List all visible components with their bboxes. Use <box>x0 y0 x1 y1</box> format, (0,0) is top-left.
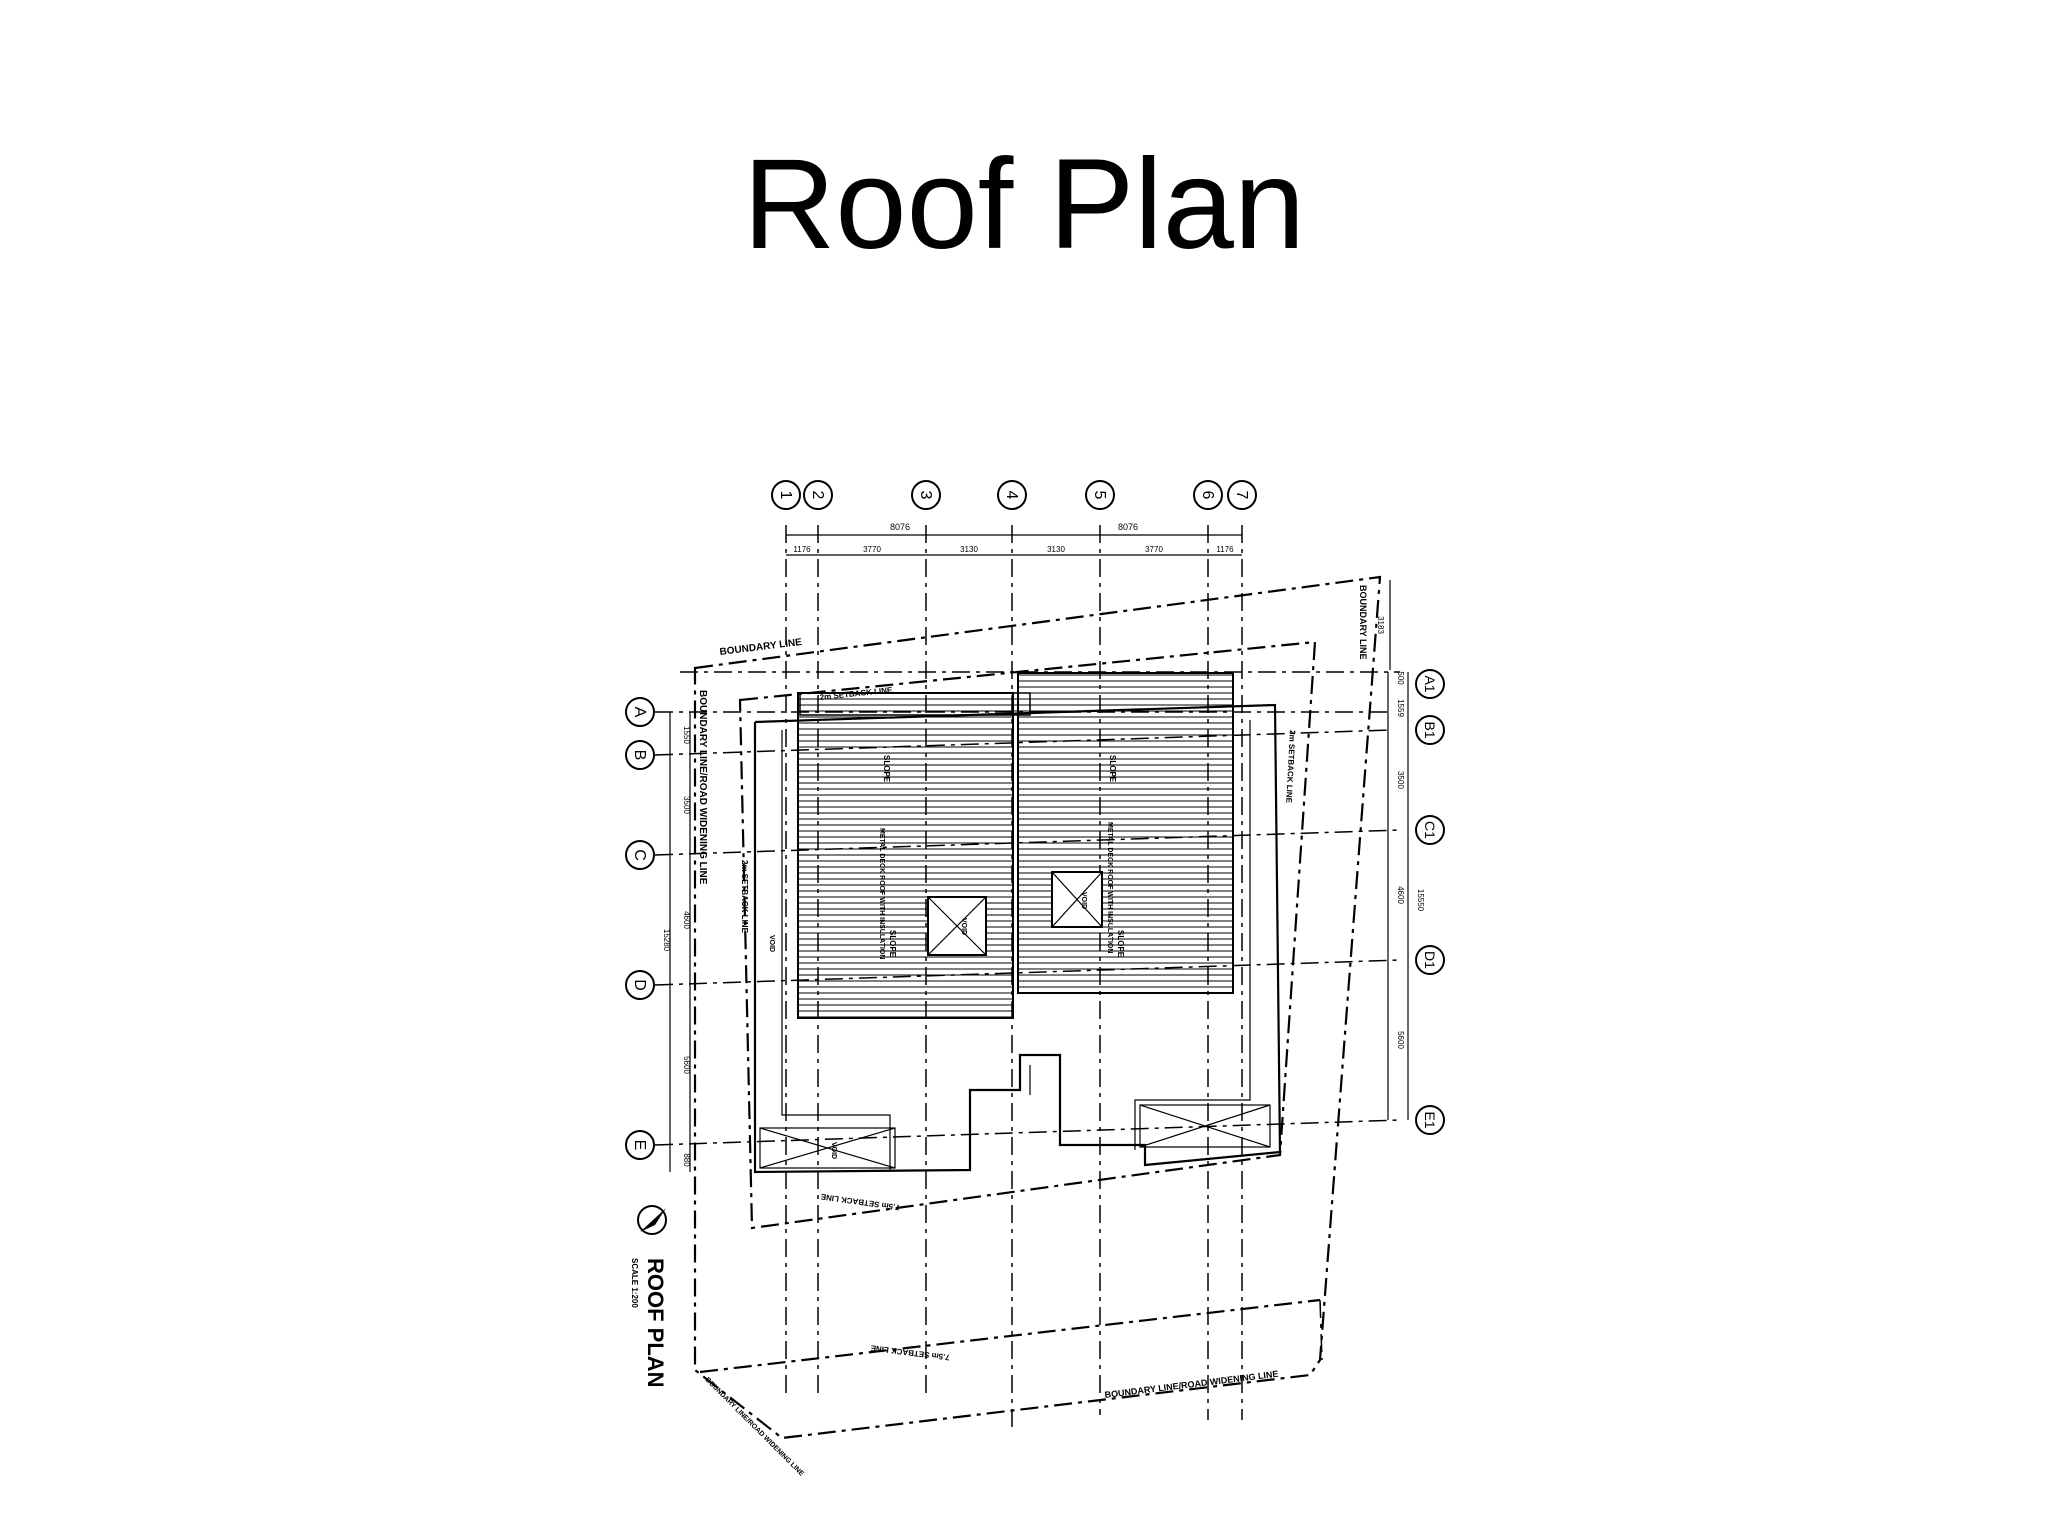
grid-label: E1 <box>1422 1111 1438 1128</box>
dim-label: 3130 <box>960 545 978 554</box>
dim-label: 15550 <box>1416 889 1425 912</box>
boundary-line <box>693 575 1382 1440</box>
dim-label: 8076 <box>1118 522 1138 532</box>
grid-label: A <box>631 707 648 718</box>
roof-outline <box>753 703 1282 1174</box>
slope-notes: SLOPE SLOPE SLOPE SLOPE METAL DECK ROOF … <box>768 755 1125 1159</box>
grid-label: E <box>631 1140 648 1151</box>
label-setback-left: 2m SETBACK LINE <box>740 860 749 934</box>
grid-label: B <box>631 750 648 761</box>
grid-bubbles-top <box>771 480 1257 510</box>
grid-label: B1 <box>1422 721 1438 738</box>
grid-label: 3 <box>917 491 934 500</box>
setback-line <box>738 640 1317 1230</box>
dim-label: 880 <box>682 1153 691 1167</box>
label-setback-lower: 7.5m SETBACK LINE <box>820 1192 901 1212</box>
grid-label: D1 <box>1422 951 1438 969</box>
roof-note: METAL DECK ROOF WITH INSULATION <box>878 828 885 959</box>
dim-label: 5600 <box>682 1056 691 1074</box>
slope-label: SLOPE <box>1108 755 1117 783</box>
grid-label: 6 <box>1199 491 1216 500</box>
dim-label: 15280 <box>662 929 671 952</box>
grid-label: C <box>631 849 648 861</box>
lower-voids <box>759 1104 1271 1169</box>
void-label: VOID <box>1080 892 1087 909</box>
dim-label: 3183 <box>1376 616 1385 634</box>
dim-label: 1559 <box>1396 699 1405 717</box>
grid-label: 1 <box>777 491 794 500</box>
void-label: VOID <box>960 918 967 935</box>
label-boundary-right: BOUNDARY LINE <box>1358 585 1368 660</box>
void-label: VOID <box>830 1142 837 1159</box>
label-boundary-left: BOUNDARY LINE/ROAD WIDENING LINE <box>697 690 708 885</box>
roof-deck-left <box>797 692 1014 1019</box>
dim-label: 3770 <box>863 545 881 554</box>
dim-label: 4600 <box>682 911 691 929</box>
dim-label: 1176 <box>793 545 811 554</box>
grid-label: C1 <box>1422 821 1438 839</box>
grid-label: 2 <box>809 491 826 500</box>
drawing-scale: SCALE 1:200 <box>630 1258 639 1308</box>
label-setback-bottom: 7.5m SETBACK LINE <box>870 1343 951 1362</box>
label-corner-note: BOUNDARY LINE/ROAD WIDENING LINE <box>704 1376 805 1477</box>
slide-title: Roof Plan <box>742 133 1306 276</box>
void-label: VOID <box>768 935 775 952</box>
slope-label: SLOPE <box>882 755 891 783</box>
dim-label: 3500 <box>1396 771 1405 789</box>
slope-label: SLOPE <box>888 930 897 958</box>
void-left <box>927 896 987 956</box>
dim-label: 5600 <box>1396 1031 1405 1049</box>
dim-label: 500 <box>1396 671 1405 685</box>
grid-bubbles-left: A B C D E <box>625 697 655 1160</box>
roof-deck-right <box>1017 672 1234 994</box>
grid-labels-top: 1 2 3 4 5 6 7 <box>777 491 1250 500</box>
slope-label: SLOPE <box>1116 930 1125 958</box>
grid-label: 5 <box>1091 491 1108 500</box>
label-boundary-top: BOUNDARY LINE <box>719 637 803 658</box>
void-right <box>1051 871 1103 928</box>
dim-label: 4600 <box>1396 886 1405 904</box>
dim-label: 8076 <box>890 522 910 532</box>
roof-note: METAL DECK ROOF WITH INSULATION <box>1106 822 1113 953</box>
dim-label: 1550 <box>682 726 691 744</box>
grid-label: A1 <box>1422 675 1438 692</box>
grid-label: 4 <box>1003 491 1020 500</box>
label-setback-right: 2m SETBACK LINE <box>1284 730 1297 804</box>
dim-label: 3500 <box>682 796 691 814</box>
label-boundary-bottom: BOUNDARY LINE/ROAD WIDENING LINE <box>1104 1369 1279 1400</box>
grid-bubbles-right: A1 B1 C1 D1 E1 <box>1415 669 1445 1135</box>
drawing-title: ROOF PLAN <box>643 1258 668 1388</box>
dim-label: 3130 <box>1047 545 1065 554</box>
grid-label: 7 <box>1233 491 1250 500</box>
north-arrow-icon <box>637 1205 667 1235</box>
dim-label: 3770 <box>1145 545 1163 554</box>
dimensions <box>669 534 1409 1172</box>
dim-label: 1176 <box>1216 545 1234 554</box>
dimension-labels: 8076 8076 1176 3770 3130 3130 3770 1176 … <box>662 522 1425 1167</box>
grid-label: D <box>631 979 648 991</box>
